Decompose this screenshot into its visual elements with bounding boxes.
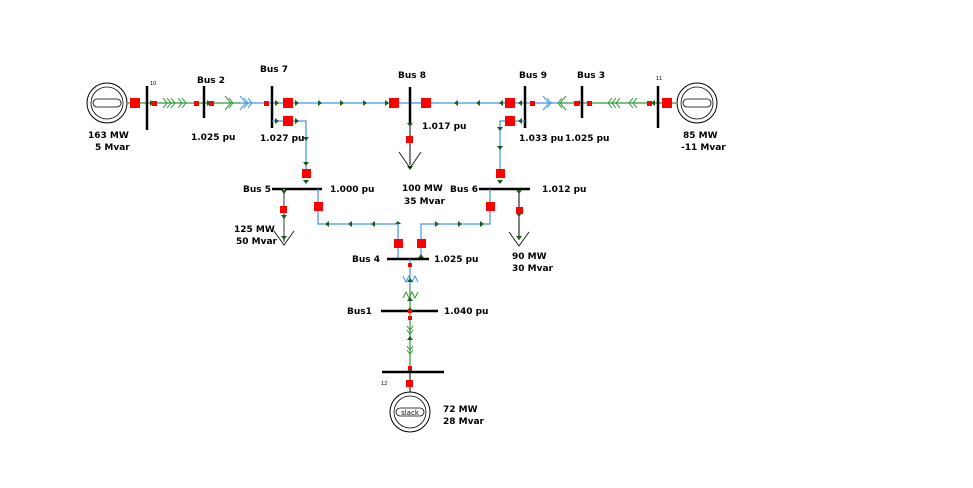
breaker — [283, 98, 293, 108]
breaker — [574, 101, 579, 106]
load-bus5-mw: 125 MW — [234, 225, 275, 235]
bus-8-voltage: 1.017 pu — [422, 122, 466, 132]
bus-6-label: Bus 6 — [450, 185, 478, 195]
breaker — [209, 101, 214, 106]
generator-left[interactable] — [86, 82, 128, 124]
breaker — [408, 316, 412, 320]
breaker — [486, 202, 495, 211]
bus-5-voltage: 1.000 pu — [330, 185, 374, 195]
breaker — [408, 366, 412, 370]
bus-5-label: Bus 5 — [243, 185, 271, 195]
slack-tag: slack — [401, 409, 420, 417]
transformer-bus3-bus11[interactable] — [607, 97, 638, 109]
breaker — [408, 263, 412, 267]
bus-9-label: Bus 9 — [519, 71, 547, 81]
transformer-bus9-bus3-b[interactable] — [557, 95, 567, 111]
breaker — [283, 116, 293, 126]
breaker — [389, 98, 399, 108]
breaker — [280, 206, 287, 213]
transformer-bus2-bus7-a[interactable] — [224, 95, 234, 111]
load-bus8-mvar: 35 Mvar — [404, 197, 446, 207]
breaker — [408, 309, 412, 313]
transformer-bus1-bus12[interactable] — [406, 325, 414, 355]
bus-2-voltage: 1.025 pu — [191, 133, 235, 143]
load-icon-bus5[interactable] — [273, 230, 295, 246]
bus-7-voltage: 1.027 pu — [260, 134, 304, 144]
gen-right-mw: 85 MW — [683, 131, 718, 141]
flow-arrows-bus7-bus5 — [275, 118, 309, 184]
generator-right[interactable] — [676, 82, 718, 124]
bus-9-voltage: 1.033 pu — [519, 134, 563, 144]
bus-2-label: Bus 2 — [197, 76, 225, 86]
breaker — [496, 169, 505, 178]
bus-11-label: 11 — [656, 76, 662, 82]
breaker — [194, 101, 199, 106]
gen-left-mw: 163 MW — [88, 131, 129, 141]
load-bus8-mw: 100 MW — [402, 184, 443, 194]
breaker — [516, 207, 523, 214]
breaker — [406, 380, 413, 387]
breaker — [302, 169, 311, 178]
generator-icon — [682, 98, 712, 108]
load-bus6-mw: 90 MW — [512, 252, 547, 262]
bus-10-label: 10 — [150, 81, 156, 87]
breaker — [394, 239, 403, 248]
breaker — [662, 98, 672, 108]
breaker — [505, 98, 515, 108]
generator-icon — [92, 98, 122, 108]
gen-left-mvar: 5 Mvar — [95, 143, 130, 153]
gen-right-mvar: -11 Mvar — [681, 143, 726, 153]
breaker — [264, 101, 269, 106]
line-bus7-bus5[interactable] — [272, 120, 307, 172]
transformer-bus9-bus3-a[interactable] — [542, 95, 552, 111]
breaker — [130, 98, 140, 108]
bus-1-label: Bus1 — [347, 307, 372, 317]
bus-4-voltage: 1.025 pu — [434, 255, 478, 265]
bus-8-label: Bus 8 — [398, 71, 426, 81]
load-bus6-mvar: 30 Mvar — [512, 264, 554, 274]
breaker — [505, 116, 515, 126]
transformer-bus2-bus7-b[interactable] — [239, 95, 253, 111]
breaker — [530, 101, 535, 106]
bus-3-label: Bus 3 — [577, 71, 605, 81]
line-bus5-bus4[interactable] — [317, 189, 399, 258]
bus-3-voltage: 1.025 pu — [565, 134, 609, 144]
load-icon-bus6[interactable] — [508, 231, 530, 247]
transformer-bus10-bus2[interactable] — [162, 97, 187, 109]
breakers[interactable] — [130, 98, 672, 387]
breaker — [314, 202, 323, 211]
breaker — [152, 101, 157, 106]
load-icon-bus8[interactable] — [398, 151, 422, 169]
line-bus9-bus6[interactable] — [499, 120, 525, 172]
load-bus5-mvar: 50 Mvar — [236, 237, 278, 247]
generator-icon — [395, 407, 425, 417]
gen-slack-mw: 72 MW — [443, 405, 478, 415]
gen-slack-mvar: 28 Mvar — [443, 417, 485, 427]
bus-1-voltage: 1.040 pu — [444, 307, 488, 317]
bus-4-label: Bus 4 — [352, 255, 380, 265]
breaker — [587, 101, 592, 106]
generator-slack[interactable]: slack — [389, 391, 431, 433]
breaker — [417, 239, 426, 248]
bus-12-label: 12 — [381, 381, 387, 387]
flow-arrows-bus9-bus6 — [497, 118, 522, 184]
bus-6-voltage: 1.012 pu — [542, 185, 586, 195]
breaker — [647, 101, 652, 106]
bus-7-label: Bus 7 — [260, 65, 288, 75]
transformer-bus4-bus1-b[interactable] — [402, 290, 419, 300]
breaker — [421, 98, 431, 108]
breaker — [406, 136, 413, 143]
